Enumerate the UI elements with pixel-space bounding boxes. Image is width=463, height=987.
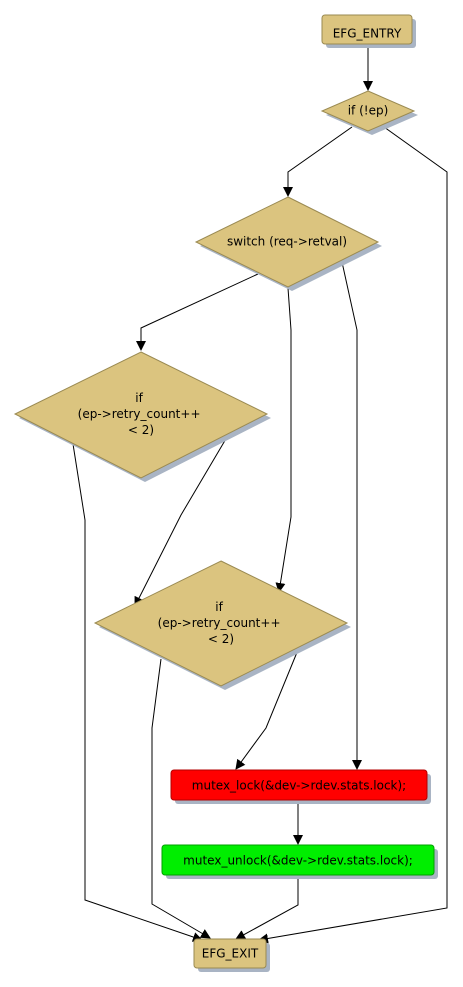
node-exit: EFG_EXIT [193, 938, 270, 972]
edge-if-retry-2-to-exit [151, 658, 211, 939]
mutex-unlock-label: mutex_unlock(&dev->rdev.stats.lock); [183, 854, 413, 868]
edge-if-ep-to-exit [258, 126, 448, 944]
if-retry-2-line3: < 2) [208, 632, 234, 646]
node-mutex-unlock: mutex_unlock(&dev->rdev.stats.lock); [161, 844, 438, 879]
node-entry: EFG_ENTRY [321, 14, 416, 48]
node-mutex-lock: mutex_lock(&dev->rdev.stats.lock); [170, 769, 431, 804]
exit-label: EFG_EXIT [202, 947, 259, 961]
edge-if-ep-to-switch [283, 126, 353, 197]
edges [72, 47, 448, 944]
node-switch: switch (req->retval) [194, 196, 382, 291]
edge-switch-to-mutex-lock [341, 261, 362, 770]
if-ep-label: if (!ep) [348, 104, 389, 118]
if-retry-2-line2: (ep->retry_count++ [158, 616, 281, 630]
mutex-lock-label: mutex_lock(&dev->rdev.stats.lock); [192, 779, 406, 793]
node-if-ep: if (!ep) [320, 90, 418, 135]
node-if-retry-1: if (ep->retry_count++ < 2) [13, 351, 271, 482]
entry-label: EFG_ENTRY [333, 27, 402, 41]
if-retry-1-line2: (ep->retry_count++ [78, 407, 201, 421]
switch-label: switch (req->retval) [227, 235, 347, 249]
edge-if-retry-1-to-if-retry-2 [134, 431, 231, 607]
node-if-retry-2: if (ep->retry_count++ < 2) [93, 560, 351, 690]
edge-unlock-to-exit [235, 876, 299, 940]
if-retry-2-line1: if [215, 600, 223, 614]
edge-switch-to-if-retry-2 [275, 287, 292, 593]
edge-if-retry-2-to-mutex-lock [235, 644, 301, 770]
if-retry-1-line1: if [135, 391, 143, 405]
if-retry-2-text: if (ep->retry_count++ < 2) [158, 600, 285, 646]
edge-if-retry-1-to-exit [72, 443, 203, 942]
if-retry-1-text: if (ep->retry_count++ < 2) [78, 391, 205, 437]
if-retry-1-line3: < 2) [128, 423, 154, 437]
edge-switch-to-if-retry-1 [136, 273, 259, 351]
